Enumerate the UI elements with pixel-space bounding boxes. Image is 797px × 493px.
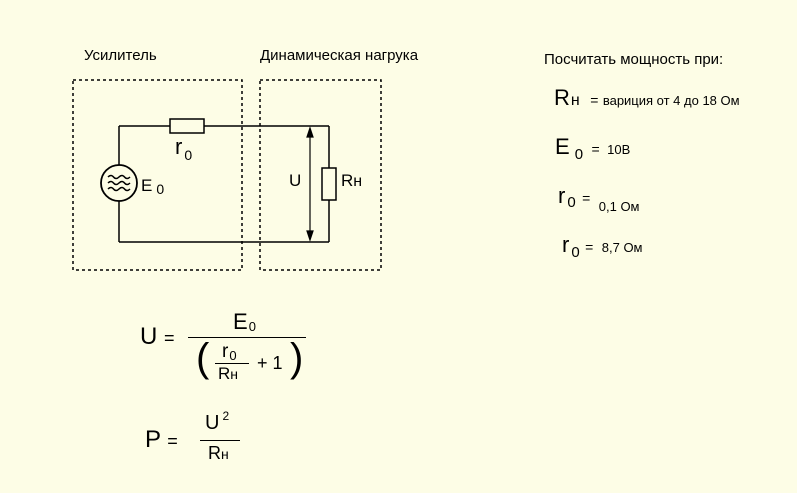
circuit-wires: [118, 125, 330, 243]
formula-u-inner-num: r0: [222, 341, 237, 363]
amplifier-label: Усилитель: [84, 47, 157, 64]
formula-u-num: E0: [233, 309, 256, 334]
resistor-load: [321, 167, 337, 201]
amplifier-box: [72, 79, 243, 271]
ac-source-icon: [100, 164, 138, 202]
resistor-r0: [169, 118, 205, 134]
formula-u-fraction-line: [188, 337, 306, 338]
formula-u-lparen: (: [196, 336, 210, 380]
param-rn: Rн = вариция от 4 до 18 Ом: [554, 85, 740, 110]
formula-u-plus-one: + 1: [257, 353, 283, 373]
u-label: U: [289, 171, 302, 190]
load-label: Rн: [341, 171, 363, 190]
load-box: [259, 79, 382, 271]
formula-u-lhs: U =: [140, 323, 175, 350]
formula-p-den: Rн: [208, 443, 229, 463]
formula-u-inner-den: Rн: [218, 364, 239, 383]
formula-u-inner-fraction-line: [215, 363, 249, 364]
formula-u-rparen: ): [290, 336, 304, 380]
formula-p-lhs: P =: [145, 426, 178, 453]
formula-p-fraction-line: [200, 440, 240, 441]
voltage-arrow: [306, 126, 314, 242]
dynamic-load-label: Динамическая нагрука: [260, 47, 419, 64]
task-title: Посчитать мощность при:: [544, 51, 724, 68]
